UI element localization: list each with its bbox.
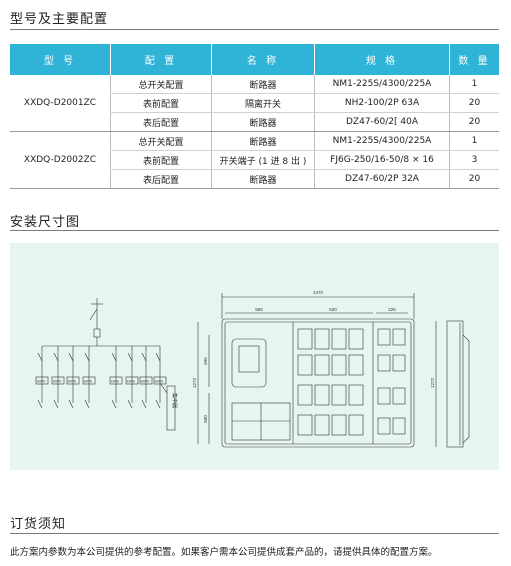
config-cell: 总开关配置 xyxy=(110,75,212,94)
installation-drawing: kWh kWh kWh kWh kWh kWh kWh kWh 集中器 1470… xyxy=(10,243,499,470)
meter-label: kWh xyxy=(141,379,149,384)
dim-left-width: 565 xyxy=(255,307,263,312)
header-model: 型 号 xyxy=(10,44,111,75)
qty-cell: 3 xyxy=(449,150,499,170)
table-row: 表后配置 断路器 DZ47-60/2[ 40A 20 xyxy=(10,112,499,132)
dim-middle-width: 620 xyxy=(329,307,337,312)
qty-cell: 20 xyxy=(449,169,499,189)
spec-cell: DZ47-60/2[ 40A xyxy=(314,112,450,132)
section-divider xyxy=(10,230,499,231)
table-row: XXDQ-D2002ZC 总开关配置 断路器 NM1-225S/4300/225… xyxy=(10,131,499,189)
header-name: 名 称 xyxy=(211,44,315,75)
front-view xyxy=(197,293,415,448)
config-cell: 表前配置 xyxy=(110,93,212,113)
meter-label: kWh xyxy=(37,379,45,384)
spec-cell: FJ6G-250/16-50/8 × 16 xyxy=(314,150,450,170)
spec-cell: NM1-225S/4300/225A xyxy=(314,75,450,94)
section-title-models: 型号及主要配置 xyxy=(10,12,109,27)
name-cell: 断路器 xyxy=(211,131,315,151)
config-cell: 表后配置 xyxy=(110,112,212,132)
model-cell: XXDQ-D2001ZC xyxy=(10,75,111,132)
wiring-schematic xyxy=(35,298,176,431)
table-row: XXDQ-D2001ZC 总开关配置 断路器 NM1-225S/4300/225… xyxy=(10,75,499,132)
section-divider xyxy=(10,533,499,534)
table-header-row: 型 号 配 置 名 称 规 格 数 量 xyxy=(10,44,499,75)
dim-lower-height: 500 xyxy=(203,415,208,423)
side-view xyxy=(435,320,470,448)
name-cell: 断路器 xyxy=(211,169,315,189)
name-cell: 断路器 xyxy=(211,75,315,94)
dim-overall-width: 1470 xyxy=(313,290,324,295)
drawing-svg: kWh kWh kWh kWh kWh kWh kWh kWh 集中器 1470… xyxy=(35,290,470,448)
section-title-install: 安装尺寸图 xyxy=(10,215,81,230)
meter-label: kWh xyxy=(127,379,135,384)
config-cell: 总开关配置 xyxy=(110,131,212,151)
dim-upper-height: 695 xyxy=(203,357,208,365)
meter-label: kWh xyxy=(111,379,119,384)
header-spec: 规 格 xyxy=(314,44,450,75)
meter-label: kWh xyxy=(53,379,61,384)
meter-slots xyxy=(297,328,406,436)
table-row: 表前配置 隔离开关 NH2-100/2P 63A 20 xyxy=(10,93,499,113)
meter-label: kWh xyxy=(68,379,76,384)
dim-total-height: 1272 xyxy=(192,377,197,388)
header-config: 配 置 xyxy=(110,44,212,75)
qty-cell: 1 xyxy=(449,75,499,94)
config-cell: 表后配置 xyxy=(110,169,212,189)
spec-cell: NM1-225S/4300/225A xyxy=(314,131,450,151)
spec-cell: DZ47-60/2P 32A xyxy=(314,169,450,189)
name-cell: 开关端子 (1 进 8 出 ) xyxy=(211,150,315,170)
config-cell: 表前配置 xyxy=(110,150,212,170)
order-note: 此方案内参数为本公司提供的参考配置。如果客户需本公司提供成套产品的，请提供具体的… xyxy=(10,547,438,558)
model-cell: XXDQ-D2002ZC xyxy=(10,131,111,189)
table-row: 表后配置 断路器 DZ47-60/2P 32A 20 xyxy=(10,169,499,189)
section-title-order: 订货须知 xyxy=(10,517,67,532)
meter-label: kWh xyxy=(84,379,92,384)
dim-side-height: 1272 xyxy=(430,377,435,388)
section-divider xyxy=(10,29,499,30)
spec-cell: NH2-100/2P 63A xyxy=(314,93,450,113)
meter-label: kWh xyxy=(155,379,163,384)
dim-right-width: 225 xyxy=(388,307,396,312)
qty-cell: 20 xyxy=(449,93,499,113)
table-row: 表前配置 开关端子 (1 进 8 出 ) FJ6G-250/16-50/8 × … xyxy=(10,150,499,170)
name-cell: 断路器 xyxy=(211,112,315,132)
name-cell: 隔离开关 xyxy=(211,93,315,113)
qty-cell: 1 xyxy=(449,131,499,151)
config-table: 型 号 配 置 名 称 规 格 数 量 XXDQ-D2001ZC 总开关配置 断… xyxy=(10,44,499,189)
qty-cell: 20 xyxy=(449,112,499,132)
concentrator-label: 集中器 xyxy=(171,393,178,408)
header-qty: 数 量 xyxy=(449,44,499,75)
